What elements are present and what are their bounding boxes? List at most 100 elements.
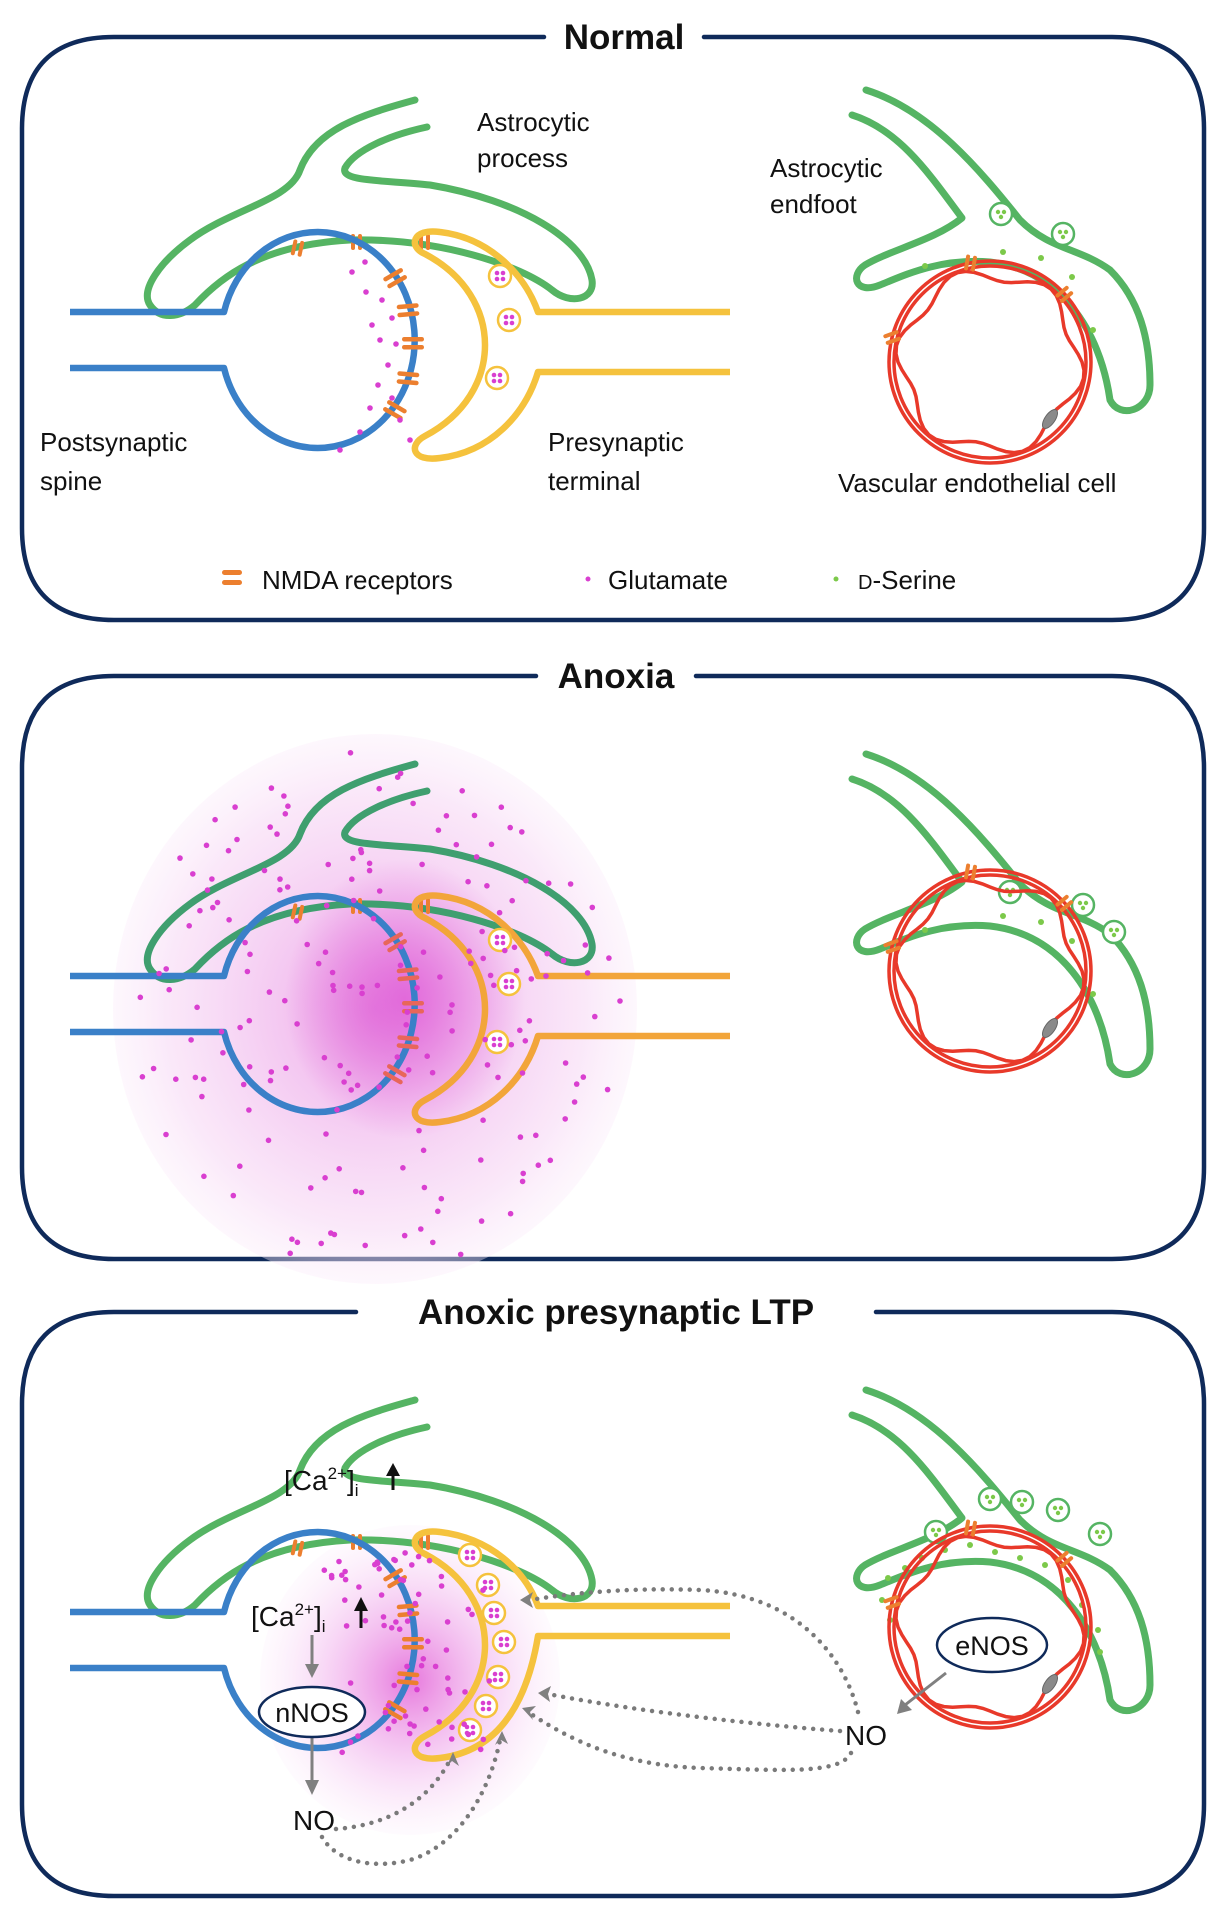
synaptic-vesicle bbox=[484, 365, 510, 391]
nmda-subunit bbox=[397, 371, 420, 378]
glutamate-dot bbox=[522, 1038, 529, 1044]
glutamate-dot bbox=[462, 1689, 468, 1695]
glutamate-dot bbox=[488, 1579, 494, 1585]
glutamate-dot bbox=[337, 447, 343, 453]
glutamate-dot bbox=[406, 1730, 413, 1737]
glutamate-dot bbox=[547, 1157, 554, 1164]
glutamate-dot bbox=[186, 923, 192, 929]
glutamate-dot bbox=[464, 1549, 470, 1555]
glutamate-dot bbox=[336, 1558, 342, 1565]
d-serine-dot bbox=[1069, 938, 1075, 944]
d-serine-dot bbox=[1058, 1505, 1064, 1511]
glutamate-dot bbox=[424, 1053, 431, 1059]
synaptic-vesicle bbox=[485, 1664, 511, 1690]
glutamate-dot bbox=[392, 1557, 399, 1564]
nmda-subunit bbox=[396, 967, 419, 974]
glutamate-dot bbox=[308, 1185, 314, 1191]
glutamate-dot bbox=[500, 940, 506, 946]
vessel-outer-inner bbox=[892, 873, 1088, 1069]
glutamate-dot bbox=[382, 1709, 389, 1716]
nmda-subunit bbox=[1055, 894, 1069, 907]
glutamate-dot bbox=[163, 966, 169, 972]
ca-sub: i bbox=[355, 1481, 359, 1500]
glutamate-dot bbox=[212, 816, 218, 823]
legend-label-nmda: NMDA receptors bbox=[262, 565, 453, 595]
nmda-subunit bbox=[297, 1540, 305, 1557]
glutamate-dot bbox=[438, 1573, 445, 1580]
glutamate-dot bbox=[214, 899, 221, 906]
glutamate-dot bbox=[430, 1239, 436, 1246]
endothelial-lining bbox=[894, 878, 1086, 1064]
glutamate-dot bbox=[580, 1074, 587, 1080]
glutamate-dot bbox=[480, 1706, 486, 1712]
glutamate-dot bbox=[355, 1733, 361, 1739]
glutamate-dot bbox=[354, 1082, 361, 1089]
panel-title: Normal bbox=[564, 18, 685, 57]
d-serine-dot bbox=[885, 1575, 891, 1581]
nmda-subunit bbox=[383, 1568, 403, 1582]
label-presynaptic-terminal-line1: Presynaptic bbox=[548, 427, 684, 457]
vessel-outer bbox=[887, 868, 1093, 1074]
no-signaling: nNOS eNOS NO NO [Ca2+]i [Ca2+]i bbox=[251, 1463, 1049, 1867]
d-serine-dot bbox=[1022, 1497, 1028, 1503]
glutamate-cloud-core bbox=[285, 859, 525, 1139]
d-serine-vesicle bbox=[1045, 1497, 1071, 1523]
glutamate-dot bbox=[589, 904, 596, 911]
glutamate-dot bbox=[523, 877, 529, 884]
glutamate-dot bbox=[488, 1585, 494, 1591]
glutamate-dot bbox=[535, 1162, 542, 1168]
glutamate-dot bbox=[519, 829, 525, 835]
d-serine-dot bbox=[922, 927, 928, 933]
glutamate-dot bbox=[200, 1076, 207, 1082]
glutamate-dot bbox=[197, 907, 203, 914]
glutamate-dot bbox=[517, 1027, 523, 1034]
no-path-neuronal-a bbox=[333, 1755, 454, 1832]
nmda-subunit bbox=[1055, 1550, 1069, 1563]
glutamate-dot bbox=[461, 1721, 468, 1727]
glutamate-dot bbox=[486, 1678, 493, 1684]
glutamate-dot bbox=[396, 1626, 403, 1632]
nmda-subunit bbox=[964, 254, 971, 271]
glutamate-dot bbox=[274, 831, 280, 837]
glutamate-dot bbox=[479, 928, 485, 935]
d-serine-dot bbox=[936, 1527, 942, 1533]
vesicle-membrane bbox=[1009, 1489, 1035, 1515]
legend-item-d-serine: D-Serine bbox=[833, 565, 956, 595]
glutamate-dot bbox=[391, 1682, 398, 1689]
glutamate-dot bbox=[470, 1549, 476, 1555]
glutamate-dot bbox=[437, 974, 443, 980]
nmda-subunit bbox=[396, 303, 419, 310]
glutamate-dot bbox=[240, 1081, 247, 1088]
nmda-subunit bbox=[297, 240, 305, 257]
glutamate-dot bbox=[497, 372, 503, 378]
glutamate-dot bbox=[336, 1166, 343, 1172]
glutamate-dot bbox=[491, 378, 497, 384]
nmda-subunit bbox=[397, 1035, 420, 1042]
glutamate-dot bbox=[420, 1656, 427, 1662]
ca-suffix: ] bbox=[314, 1601, 322, 1632]
nmda-receptor-icon bbox=[964, 863, 977, 881]
nmda-receptor-icon bbox=[383, 932, 407, 953]
d-serine-dot bbox=[1019, 1502, 1025, 1508]
d-serine-dot bbox=[995, 209, 1001, 215]
glutamate-dot bbox=[203, 842, 210, 849]
glutamate-dot bbox=[369, 322, 375, 328]
nmda-subunit bbox=[387, 400, 407, 414]
nmda-subunit bbox=[297, 904, 305, 921]
vesicle-membrane bbox=[484, 365, 510, 391]
glutamate-dot bbox=[190, 871, 196, 877]
d-serine-dot bbox=[990, 1494, 996, 1500]
glutamate-dot bbox=[232, 804, 238, 810]
glutamate-dot bbox=[363, 289, 369, 295]
astrocytic-endfoot bbox=[848, 1386, 1154, 1715]
d-serine-dot bbox=[998, 214, 1004, 220]
glutamate-dot bbox=[438, 1195, 445, 1202]
glutamate-dot bbox=[166, 986, 172, 993]
glutamate-dot bbox=[244, 968, 251, 975]
glutamate-dot bbox=[287, 1250, 294, 1257]
d-serine-dot bbox=[1038, 255, 1044, 261]
nmda-receptor-icon bbox=[396, 371, 420, 386]
d-serine-dot bbox=[1065, 1577, 1071, 1583]
nmda-subunit bbox=[383, 1707, 403, 1721]
